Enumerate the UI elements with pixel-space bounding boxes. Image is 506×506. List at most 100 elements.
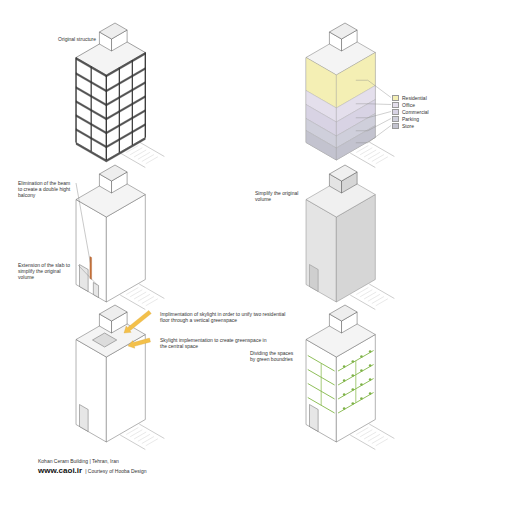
left-face xyxy=(306,340,336,443)
legend-leader xyxy=(356,103,391,105)
annotation: Elimination of the beam to create a doub… xyxy=(18,180,74,199)
caption-text: www.caoi.ir xyxy=(38,466,82,475)
legend-text: Commercial xyxy=(402,109,429,115)
planter xyxy=(369,364,372,367)
caption-text: Kohan Ceram Building | Tehran, Iran xyxy=(38,458,119,464)
building-4 xyxy=(306,165,394,310)
top-face xyxy=(329,23,357,39)
column xyxy=(91,66,92,151)
column xyxy=(145,53,146,138)
planter xyxy=(360,383,363,386)
crosswalk-stripe xyxy=(360,290,372,297)
legend-text: Residential xyxy=(402,95,427,101)
planter xyxy=(343,407,346,410)
top-face xyxy=(99,23,127,39)
top-face xyxy=(99,305,127,321)
crosswalk-stripe xyxy=(364,150,376,157)
planter xyxy=(369,392,372,395)
green-boundary xyxy=(321,363,322,405)
annotation: Original structure xyxy=(58,36,96,42)
planter xyxy=(351,402,354,405)
street-edge xyxy=(139,424,164,439)
top-face xyxy=(329,305,357,321)
left-face xyxy=(76,200,106,303)
legend-swatch xyxy=(392,123,399,129)
crosswalk-stripe xyxy=(142,155,154,162)
green-boundary xyxy=(355,361,356,403)
crosswalk-stripe xyxy=(372,437,384,444)
planter xyxy=(351,360,354,363)
crosswalk-stripe xyxy=(142,297,154,304)
street-edge xyxy=(369,142,394,157)
crosswalk-stripe xyxy=(376,299,388,306)
legend-entry: Office xyxy=(392,101,429,108)
floor-band xyxy=(306,131,336,161)
legend-text: Office xyxy=(402,102,415,108)
notch xyxy=(79,405,88,432)
street-edge xyxy=(120,295,145,310)
crosswalk-stripe xyxy=(360,148,372,155)
annotation: Extension of the slab to simplify the or… xyxy=(18,262,76,281)
crosswalk-stripe xyxy=(372,297,384,304)
planter xyxy=(360,369,363,372)
street-edge xyxy=(139,284,164,299)
crosswalk-stripe xyxy=(130,290,142,297)
crosswalk-stripe xyxy=(368,294,380,301)
street-edge xyxy=(120,435,145,450)
legend-swatch xyxy=(392,102,399,108)
leader-line xyxy=(78,265,97,285)
planter xyxy=(369,350,372,353)
legend-entry: Store xyxy=(392,122,429,129)
street-edge xyxy=(369,284,394,299)
column xyxy=(106,75,107,160)
street-edge xyxy=(350,435,375,450)
notch xyxy=(93,283,98,298)
leader-line xyxy=(76,183,90,263)
double-height-balcony xyxy=(90,257,92,280)
skylight-void xyxy=(92,333,116,347)
legend-swatch xyxy=(392,95,399,101)
legend-entry: Residential xyxy=(392,94,429,101)
slab xyxy=(106,96,145,121)
legend-entry: Commercial xyxy=(392,108,429,115)
planter xyxy=(369,378,372,381)
crosswalk-stripe xyxy=(368,434,380,441)
street-edge xyxy=(120,153,145,168)
top-face xyxy=(329,165,357,181)
crosswalk-stripe xyxy=(376,439,388,446)
legend-swatch xyxy=(392,116,399,122)
caption-text: | Courtesy of Hooba Design xyxy=(85,468,146,474)
planter xyxy=(351,388,354,391)
annotation: Simplify the original volume xyxy=(255,190,303,202)
street-edge xyxy=(350,295,375,310)
legend: ResidentialOfficeCommercialParkingStore xyxy=(392,94,429,129)
planter xyxy=(360,355,363,358)
legend-leader xyxy=(356,112,391,118)
crosswalk-stripe xyxy=(368,152,380,159)
crosswalk-stripe xyxy=(364,292,376,299)
crosswalk-stripe xyxy=(138,152,150,159)
planter xyxy=(343,393,346,396)
slab xyxy=(106,68,145,93)
crosswalk-stripe xyxy=(138,434,150,441)
crosswalk-stripe xyxy=(360,430,372,437)
legend-entry: Parking xyxy=(392,115,429,122)
street-edge xyxy=(350,153,375,168)
street-edge xyxy=(369,424,394,439)
crosswalk-stripe xyxy=(146,157,158,164)
building-1 xyxy=(76,23,164,168)
left-face xyxy=(76,58,106,161)
light-arrow xyxy=(128,338,151,348)
planter xyxy=(351,374,354,377)
crosswalk-stripe xyxy=(134,150,146,157)
building-5 xyxy=(76,305,164,450)
crosswalk-stripe xyxy=(138,294,150,301)
legend-swatch xyxy=(392,109,399,115)
legend-leader xyxy=(356,119,391,131)
crosswalk-stripe xyxy=(146,439,158,446)
slab xyxy=(106,53,145,78)
crosswalk-stripe xyxy=(142,437,154,444)
slab xyxy=(106,138,145,163)
crosswalk-stripe xyxy=(130,148,142,155)
